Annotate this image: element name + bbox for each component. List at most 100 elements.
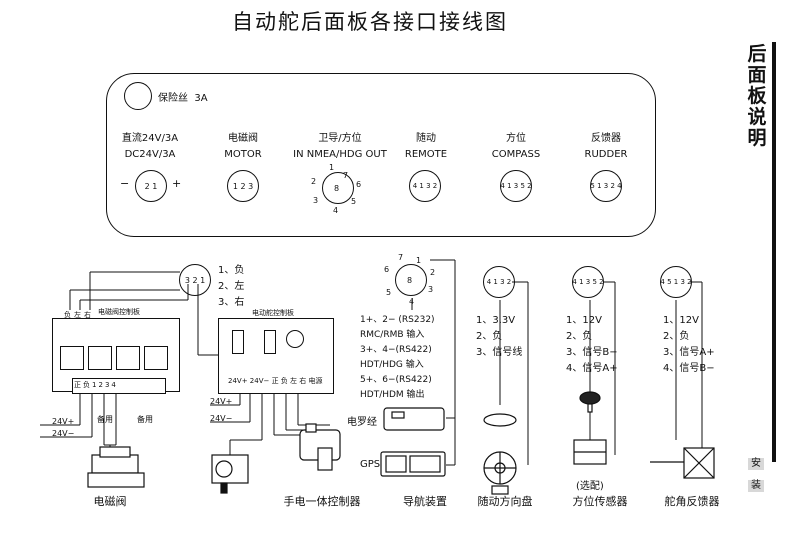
solenoid-pin-2: 2、左 (218, 281, 245, 292)
rudder-feedback-icon (650, 447, 715, 479)
gps-label: GPS (360, 459, 381, 470)
nav-plug-pin-7: 7 (398, 253, 404, 262)
nmea-pin-3: 3 (313, 196, 319, 205)
compass-sensor-icon (573, 391, 607, 465)
motor-socket-icon (227, 170, 259, 202)
caption-rudder-feedback: 舵角反馈器 (664, 495, 720, 508)
rudder-pin-2: 2、负 (663, 331, 690, 342)
nav-plug-pin-4: 4 (409, 297, 415, 306)
nav-plug-pin-1: 1 (416, 256, 422, 265)
compass-pin-4: 4、信号A+ (566, 363, 618, 374)
caption-hand-controller: 手电一体控制器 (283, 495, 361, 508)
remote-connector-label: 随动 REMOTE (381, 131, 471, 163)
nmea-pin-7: 7 (343, 171, 349, 180)
nmea-pin-4: 4 (333, 206, 339, 215)
compass-pins: 4 1 3 5 2 (500, 182, 532, 190)
solenoid-plug-icon (179, 264, 211, 296)
back-panel (106, 73, 656, 237)
dc-power-pins: 2 1 (144, 182, 158, 191)
nav-pin-line-1: 1+、2− (RS232) (360, 315, 435, 325)
nav-plug-icon (395, 264, 427, 296)
sol-term-3: 3 (104, 381, 112, 389)
autopilot-fan-icon (286, 330, 304, 348)
nmea-name-en: IN NMEA/HDG OUT (293, 149, 387, 160)
fuse-holder-icon (124, 82, 152, 110)
side-tab-2: 装 (748, 480, 764, 492)
nav-pin-list: 1+、2− (RS232) RMC/RMB 输入 3+、4−(RS422) HD… (360, 313, 435, 403)
rudder-pin-list: 1、12V 2、负 3、信号A+ 4、信号B− (663, 313, 715, 377)
autopilot-board-title: 电动舵控制板 (252, 309, 294, 317)
solenoid-valve-icon (87, 446, 145, 488)
nmea-socket-icon (322, 172, 354, 204)
nav-pin-line-3: 3+、4−(RS422) (360, 345, 432, 355)
fuse-value: 3A (194, 93, 208, 104)
side-tab-1: 安 (748, 458, 764, 470)
rudder-socket-icon (590, 170, 622, 202)
compass-optional-label: (选配) (576, 481, 604, 492)
solenoid-terminal-labels: 正负1234 (74, 380, 118, 390)
solenoid-top-terminal-3: 右 (84, 311, 91, 319)
caption-remote-wheel: 随动方向盘 (477, 495, 533, 508)
rudder-connector-label: 反馈器 RUDDER (561, 131, 651, 163)
remote-pin-1: 1、3.3V (476, 315, 516, 326)
nmea-pin-8: 8 (334, 184, 340, 193)
solenoid-spare-2: 备用 (137, 415, 153, 424)
autopilot-component-1 (232, 330, 244, 354)
nav-plug-pin-6: 6 (384, 265, 390, 274)
fuse-label-text: 保险丝 (158, 93, 188, 104)
nmea-pin-2: 2 (311, 177, 317, 186)
gps-unit-icon (380, 451, 446, 477)
compass-pin-list: 1、12V 2、负 3、信号B− 4、信号A+ (566, 313, 618, 377)
remote-name-en: REMOTE (404, 149, 448, 160)
solenoid-top-terminal-2: 左 (74, 311, 81, 319)
relay-2 (88, 346, 112, 370)
sol-term-2: 2 (98, 381, 105, 389)
solenoid-pin-1: 1、负 (218, 265, 245, 276)
side-divider (772, 42, 776, 462)
remote-plug-icon (483, 266, 515, 298)
remote-name-cn: 随动 (416, 133, 436, 144)
nmea-name-cn: 卫导/方位 (318, 133, 362, 144)
solenoid-spare-1: 备用 (97, 415, 113, 424)
remote-socket-icon (409, 170, 441, 202)
solenoid-pin-3: 3、右 (218, 297, 245, 308)
hand-controller-icon (211, 423, 341, 494)
rudder-pin-1: 1、12V (663, 315, 699, 326)
solenoid-power-plus: 24V+ (52, 417, 75, 426)
remote-pin-2: 2、负 (476, 331, 503, 342)
caption-compass-sensor: 方位传感器 (572, 495, 628, 508)
dc-power-name-cn: 直流24V/3A (121, 133, 179, 144)
page-title: 自动舵后面板各接口接线图 (232, 10, 508, 34)
nmea-pin-1: 1 (329, 163, 335, 172)
solenoid-terminal-block (72, 378, 166, 394)
rudder-plug-icon (660, 266, 692, 298)
compass-socket-icon (500, 170, 532, 202)
motor-pins: 1 2 3 (232, 182, 254, 191)
nav-plug-pin-3: 3 (428, 285, 434, 294)
remote-pin-list: 1、3.3V 2、负 3、信号线 (476, 313, 522, 361)
solenoid-pin-list: 1、负 2、左 3、右 (218, 263, 244, 311)
nav-plug-pin-2: 2 (430, 268, 436, 277)
solenoid-plug-pins: 3 2 1 (184, 276, 206, 285)
rudder-pins: 5 1 3 2 4 (590, 182, 622, 190)
caption-nav-device: 导航装置 (403, 495, 447, 508)
compass-plug-pins: 4 1 3 5 2 (572, 278, 604, 286)
dc-power-name-en: DC24V/3A (124, 149, 176, 160)
fuse-label: 保险丝 3A (158, 89, 208, 104)
rudder-name-en: RUDDER (584, 149, 628, 160)
autopilot-terminal-labels: 24V+ 24V− 正 负 左 右 电源 (228, 377, 323, 385)
rudder-pin-4: 4、信号B− (663, 363, 715, 374)
relay-3 (116, 346, 140, 370)
nav-pin-line-4: HDT/HDG 输入 (360, 360, 424, 370)
relay-4 (144, 346, 168, 370)
nmea-pin-6: 6 (356, 180, 362, 189)
solenoid-power-minus: 24V− (52, 429, 75, 438)
sol-term-pos: 正 (74, 381, 83, 389)
motor-name-en: MOTOR (224, 149, 262, 160)
motor-connector-label: 电磁阀 MOTOR (198, 131, 288, 163)
remote-plug-pins: 4 1 3 2 (486, 278, 512, 286)
dc-power-socket-icon (135, 170, 167, 202)
sol-term-neg: 负 (83, 381, 92, 389)
nav-pin-line-2: RMC/RMB 输入 (360, 330, 425, 340)
